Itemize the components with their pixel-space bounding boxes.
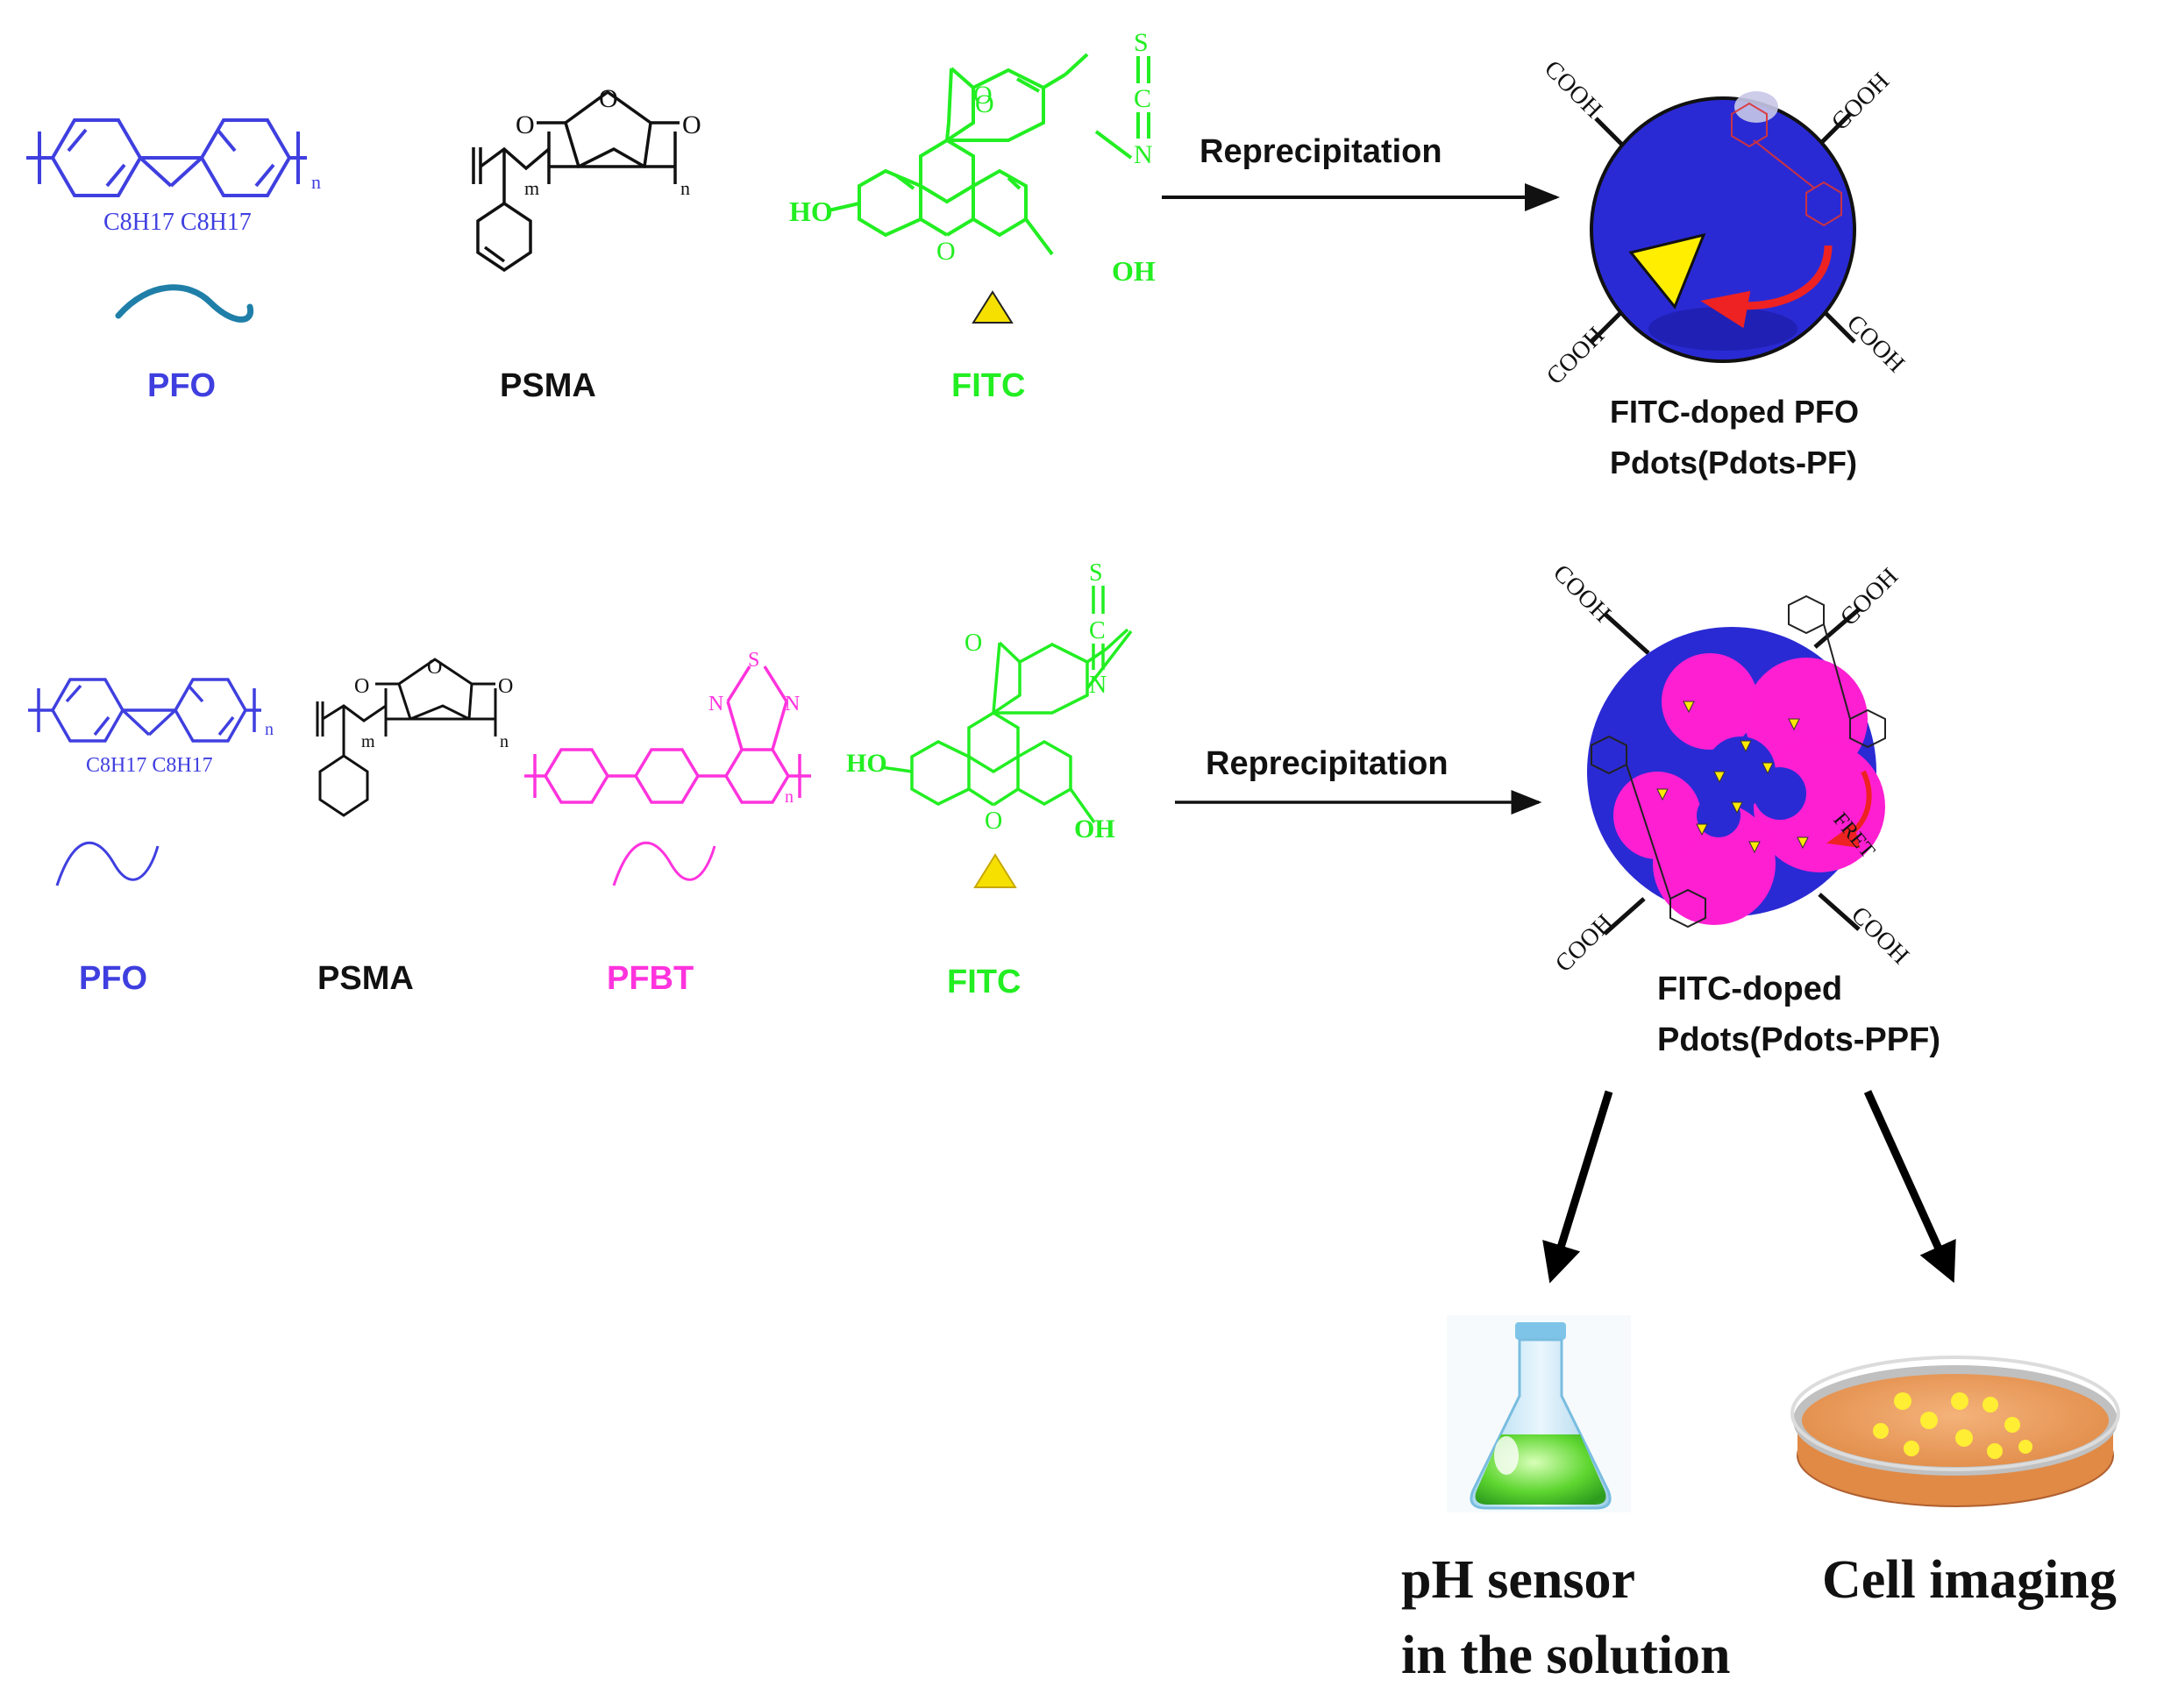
fitc-c-2: C bbox=[1089, 617, 1106, 644]
cooh-label-2c: COOH bbox=[1550, 909, 1619, 978]
reprecipitation-label-2: Reprecipitation bbox=[1206, 745, 1449, 782]
arrow-to-ph-sensor bbox=[1542, 1090, 1613, 1284]
fitc-label-1: FITC bbox=[951, 367, 1025, 404]
fitc-n-1: N bbox=[1134, 140, 1153, 169]
erlenmeyer-flask-icon bbox=[1447, 1315, 1631, 1512]
cooh-label-2b: COOH bbox=[1835, 563, 1904, 631]
product-label-1-line2: Pdots(Pdots-PF) bbox=[1610, 445, 1857, 480]
triangle-marker-1 bbox=[972, 290, 1014, 324]
fitc-o-bridge-2: O bbox=[985, 808, 1002, 835]
pfo-structure-1 bbox=[26, 118, 307, 197]
petri-dish-icon bbox=[1790, 1356, 2120, 1507]
pfo-structure-2 bbox=[28, 678, 261, 743]
cell-imaging-label: Cell imaging bbox=[1822, 1550, 2117, 1610]
triangle-marker-2 bbox=[973, 853, 1017, 888]
cooh-label-2d: COOH bbox=[1846, 901, 1914, 970]
pfbt-s: S bbox=[748, 649, 759, 672]
fitc-c-1: C bbox=[1134, 84, 1151, 113]
pdots-pf-particle bbox=[1590, 91, 1856, 363]
fitc-ho-2: HO bbox=[846, 749, 887, 778]
cooh-label-1d: COOH bbox=[1841, 310, 1910, 378]
cooh-label-1c: COOH bbox=[1541, 322, 1610, 390]
psma-o-left-2: O bbox=[354, 675, 369, 698]
psma-structure-2 bbox=[316, 658, 497, 817]
fitc-scn-bonds-2 bbox=[1086, 586, 1133, 690]
pfo-wave-2 bbox=[55, 841, 160, 886]
fitc-oh-1: OH bbox=[1112, 255, 1156, 287]
fitc-scn-bonds-1 bbox=[1094, 56, 1150, 160]
psma-o-ring: O bbox=[599, 84, 618, 113]
fitc-ho-1: HO bbox=[789, 196, 833, 227]
psma-m-1: m bbox=[524, 177, 539, 199]
fitc-s-2: S bbox=[1089, 559, 1103, 587]
product-label-2-line2: Pdots(Pdots-PPF) bbox=[1657, 1021, 1940, 1058]
pfo-wave-1 bbox=[115, 284, 254, 323]
psma-o-ring-2: O bbox=[427, 656, 442, 679]
product-label-2-line1: FITC-doped bbox=[1657, 971, 1842, 1007]
pfo-substituents-1: C8H17 C8H17 bbox=[103, 209, 252, 236]
pfbt-n-right: N bbox=[785, 693, 800, 715]
ph-sensor-label-line2: in the solution bbox=[1401, 1626, 1731, 1685]
fitc-label-2: FITC bbox=[947, 964, 1021, 1000]
fitc-oh-2: OH bbox=[1074, 815, 1115, 843]
cooh-label-1a: COOH bbox=[1539, 55, 1607, 124]
pfo-label-1: PFO bbox=[147, 367, 216, 404]
cooh-label-1b: COOH bbox=[1826, 68, 1895, 136]
psma-label-1: PSMA bbox=[500, 367, 596, 404]
psma-o-left: O bbox=[516, 110, 535, 139]
psma-o-right: O bbox=[682, 110, 701, 139]
pfo-substituents-2: C8H17 C8H17 bbox=[86, 754, 213, 777]
pfbt-n-sub: n bbox=[785, 787, 794, 807]
psma-n-2: n bbox=[500, 732, 509, 751]
fitc-structure-1 bbox=[828, 53, 1089, 256]
pfbt-label: PFBT bbox=[607, 960, 694, 997]
psma-n-1: n bbox=[680, 177, 690, 199]
pfo-n-2: n bbox=[265, 720, 274, 739]
pfo-label-2: PFO bbox=[79, 960, 147, 997]
pfbt-wave bbox=[612, 841, 716, 886]
psma-structure-1 bbox=[472, 89, 680, 273]
fitc-o-carbonyl-1: O bbox=[975, 89, 994, 118]
fitc-structure-2 bbox=[880, 628, 1129, 824]
fitc-s-1: S bbox=[1134, 28, 1149, 57]
psma-label-2: PSMA bbox=[317, 960, 414, 997]
cooh-label-2a: COOH bbox=[1548, 559, 1616, 628]
pdots-ppf-particle bbox=[1587, 594, 1886, 936]
fitc-o-ketone-2: O bbox=[965, 630, 982, 657]
fitc-o-ketone-1: O bbox=[973, 81, 993, 110]
psma-m-2: m bbox=[361, 732, 375, 751]
psma-o-right-2: O bbox=[498, 675, 513, 698]
fitc-o-bridge-1: O bbox=[936, 237, 956, 266]
arrow-to-cell-imaging bbox=[1863, 1090, 1956, 1284]
pfbt-structure bbox=[524, 665, 811, 804]
pfbt-n-left: N bbox=[708, 693, 723, 715]
product-label-1-line1: FITC-doped PFO bbox=[1610, 394, 1859, 430]
reprecipitation-label-1: Reprecipitation bbox=[1199, 133, 1442, 170]
pfo-n-1: n bbox=[311, 171, 321, 193]
ph-sensor-label-line1: pH sensor bbox=[1401, 1550, 1635, 1610]
